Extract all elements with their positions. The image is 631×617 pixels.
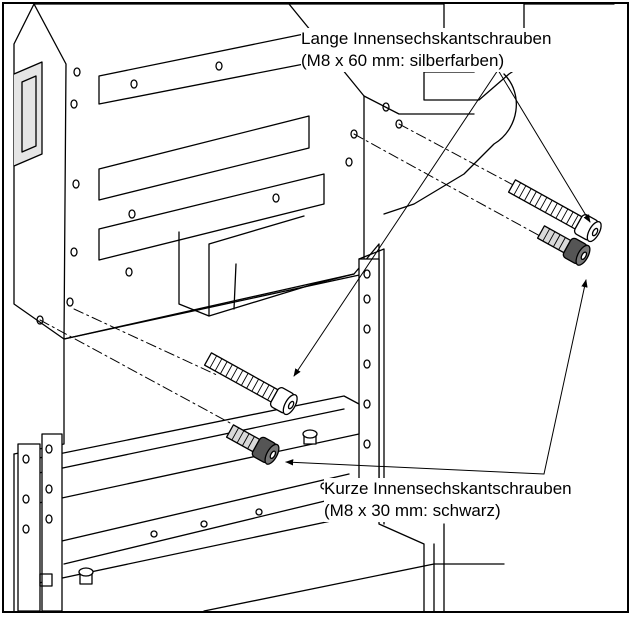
assembly-drawing [13, 4, 615, 611]
long-screw-lower [203, 352, 298, 416]
upper-panel [13, 4, 365, 340]
long-screws-spec: (M8 x 60 mm: silberfarben) [301, 51, 505, 70]
short-screw-upper [536, 225, 591, 266]
short-screws-title: Kurze Innensechskantschrauben [324, 479, 572, 498]
short-screws-spec: (M8 x 30 mm: schwarz) [324, 501, 501, 520]
long-screws-callout: Lange Innensechskantschrauben (M8 x 60 m… [301, 28, 552, 72]
short-screw-lower [225, 424, 280, 465]
panel-holes [36, 61, 358, 325]
long-screws-title: Lange Innensechskantschrauben [301, 29, 552, 48]
long-screw-upper [507, 179, 602, 243]
short-screws-callout: Kurze Innensechskantschrauben (M8 x 30 m… [324, 478, 572, 522]
